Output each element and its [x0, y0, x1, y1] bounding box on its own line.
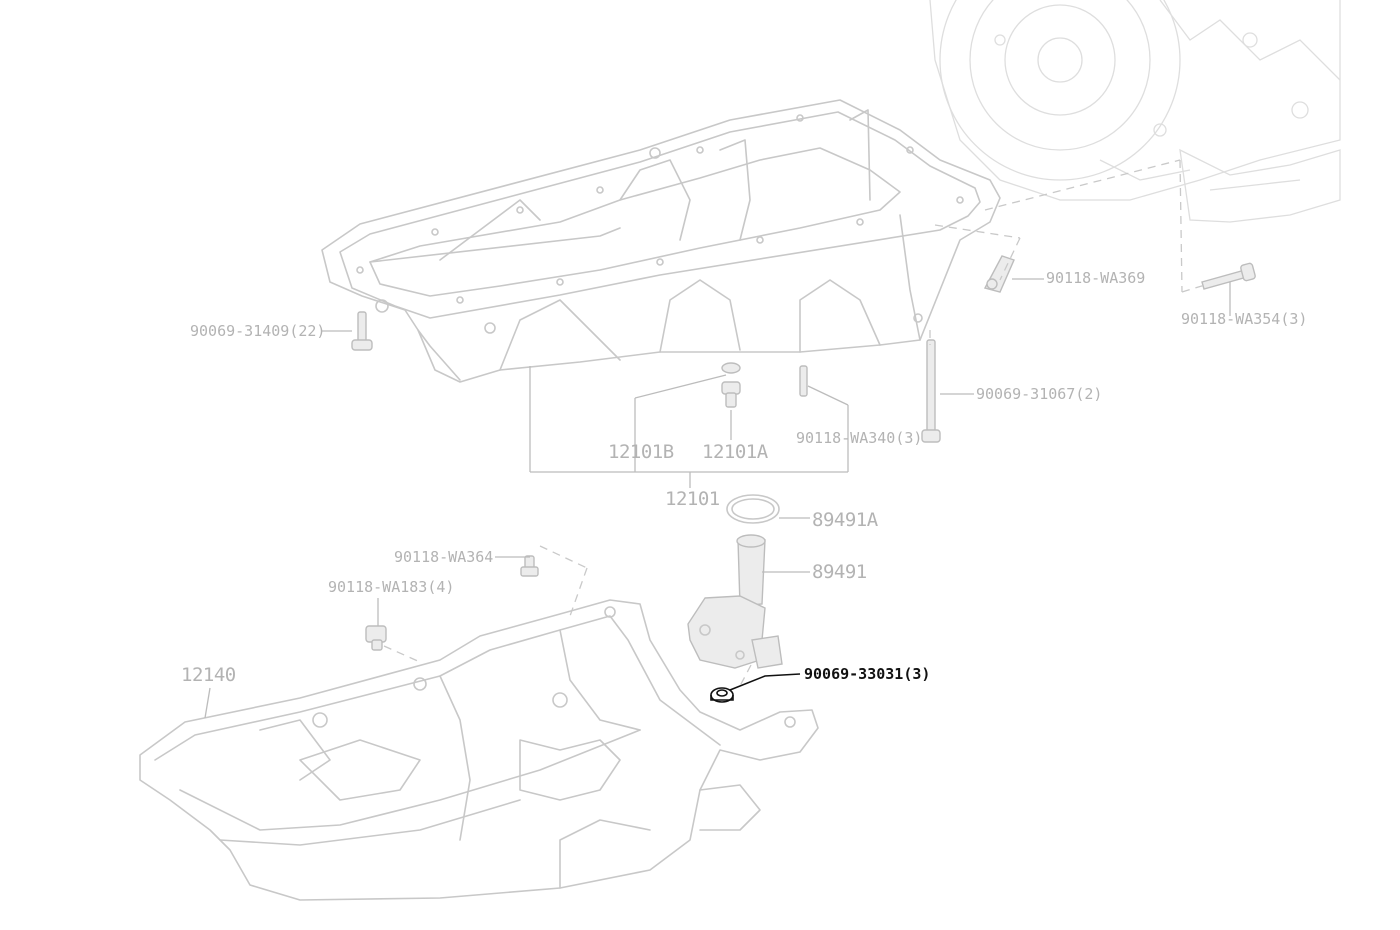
- oil-level-sensor-89491: [687, 534, 783, 669]
- label-12140: 12140: [181, 664, 236, 686]
- label-90118-wa369: 90118-WA369: [1046, 269, 1146, 287]
- label-90118-wa183: 90118-WA183(4): [328, 578, 455, 596]
- bolt-90118-wa183: [365, 625, 387, 651]
- bracket-90118-wa369: [983, 255, 1015, 293]
- oil-pan-lower-12140: [139, 599, 819, 901]
- bolt-90069-31409: [351, 311, 373, 351]
- transmission-housing: [929, 0, 1341, 223]
- label-89491a: 89491A: [812, 509, 878, 531]
- label-12101: 12101: [665, 488, 720, 510]
- label-90069-31067: 90069-31067(2): [976, 385, 1103, 403]
- label-90069-31409: 90069-31409(22): [190, 322, 326, 340]
- label-90118-wa364: 90118-WA364: [394, 548, 494, 566]
- nut-90069-33031: [710, 687, 734, 703]
- bolt-90069-31067: [921, 339, 941, 443]
- label-12101a: 12101A: [702, 441, 768, 463]
- label-12101b: 12101B: [608, 441, 674, 463]
- label-89491: 89491: [812, 561, 867, 583]
- stud-90118-wa340: [799, 365, 808, 397]
- oring-89491a: [726, 494, 780, 524]
- label-90069-33031-highlighted[interactable]: 90069-33031(3): [804, 665, 931, 683]
- bolt-90118-wa364: [520, 555, 539, 577]
- leader-lines: [204, 278, 1231, 719]
- label-90118-wa354: 90118-WA354(3): [1181, 310, 1308, 328]
- dashed-assembly-lines: [383, 159, 1206, 687]
- oil-pan-upper-12101: [321, 99, 1001, 383]
- bolt-90118-wa354: [1201, 262, 1256, 290]
- drain-plug-12101a: [721, 362, 741, 408]
- label-90118-wa340: 90118-WA340(3): [796, 429, 923, 447]
